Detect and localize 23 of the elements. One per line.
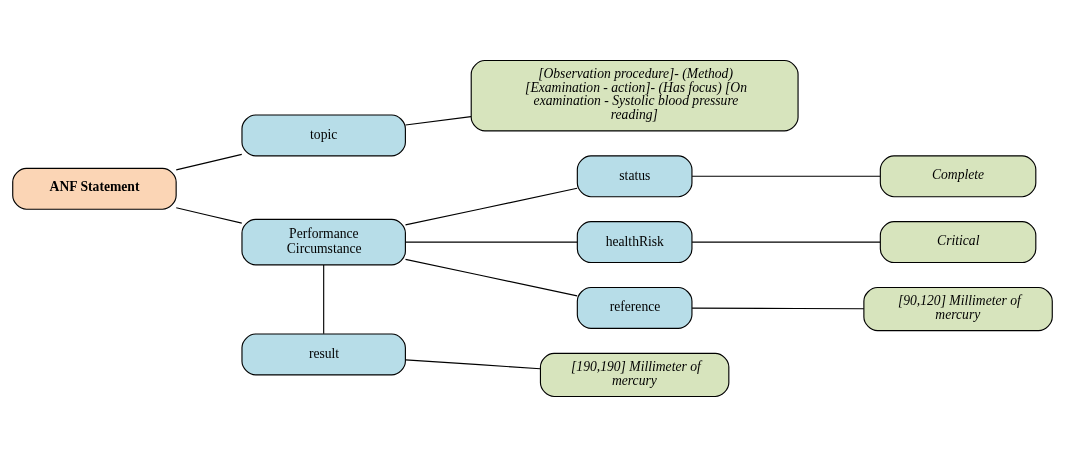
- node-box: healthRisk: [576, 220, 693, 263]
- node-box: Performance Circumstance: [241, 218, 406, 265]
- node-box: result: [241, 332, 406, 375]
- node-box: [190,190] Millimeter of mercury: [539, 352, 730, 397]
- node-box: [90,120] Millimeter of mercury: [863, 286, 1053, 331]
- connector: [404, 358, 541, 369]
- node-box: topic: [241, 113, 406, 156]
- connector: [175, 153, 243, 170]
- connector: [691, 241, 881, 243]
- connector: [691, 175, 881, 177]
- node-box: status: [576, 154, 693, 197]
- connector: [323, 264, 325, 334]
- node-box: Complete: [879, 154, 1037, 197]
- connector: [404, 241, 578, 243]
- node-box: [Observation procedure]- (Method) [Examination - action]- (Has focus) [On examination - Systolic blood pressure reading]: [470, 59, 799, 131]
- node-box: ANF Statement: [12, 167, 177, 210]
- connector: [404, 258, 578, 296]
- node-box: Critical: [879, 220, 1037, 263]
- connector: [404, 187, 578, 225]
- connector: [404, 115, 472, 126]
- node-box: reference: [576, 286, 693, 329]
- connector: [691, 307, 865, 309]
- connector: [175, 206, 243, 224]
